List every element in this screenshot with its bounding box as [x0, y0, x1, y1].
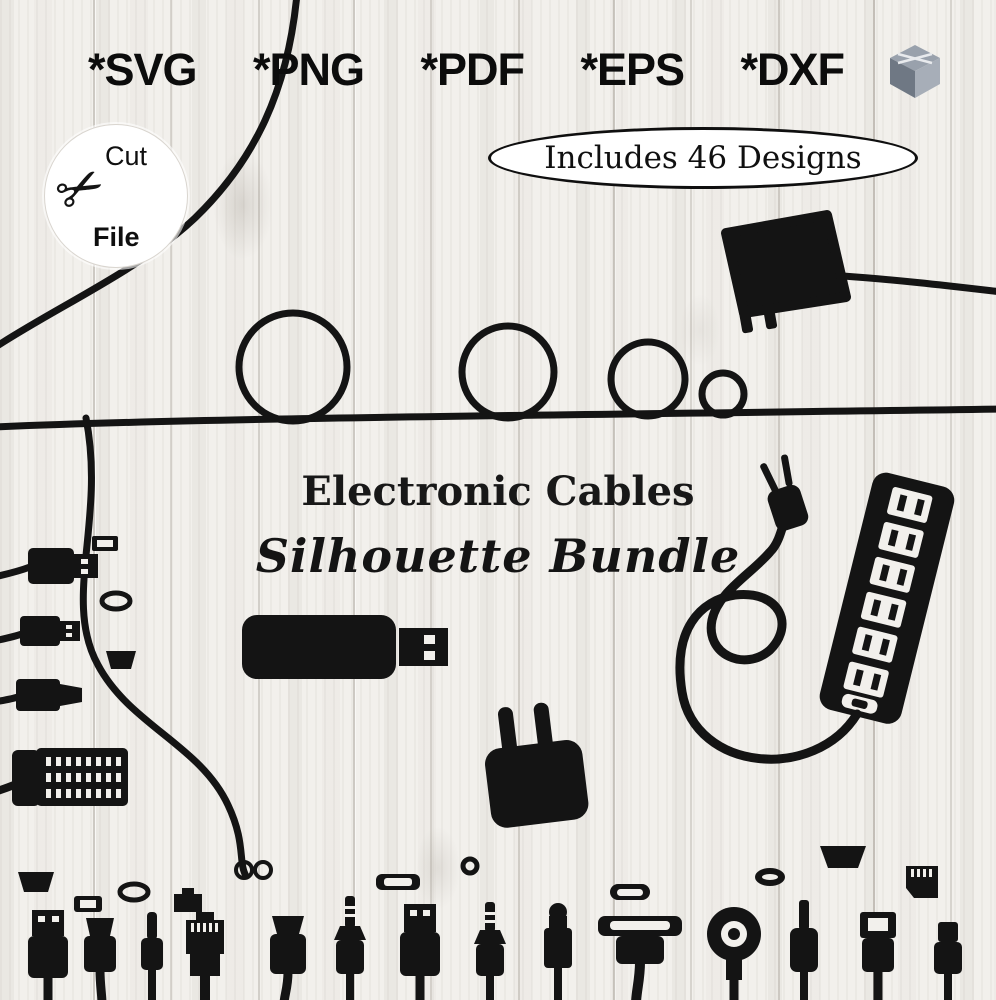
dock-30pin-connector-silhouette — [598, 916, 682, 1000]
file-formats-row: *SVG *PNG *PDF *EPS *DXF — [88, 44, 845, 96]
power-cord-silhouette — [675, 517, 862, 764]
power-plug-silhouette — [760, 454, 809, 531]
hdmi-plug-silhouette — [0, 679, 82, 711]
rj45-port-icon — [174, 888, 202, 912]
hdmi-port-icon — [18, 872, 54, 892]
format-label-dxf: *DXF — [740, 44, 845, 95]
hdmi-port-icon — [106, 651, 136, 669]
product-title: Electronic Cables — [301, 468, 695, 515]
designs-count-label: Includes 46 Designs — [544, 140, 862, 176]
audio-jack-plug-silhouette — [474, 902, 506, 1000]
power-strip-silhouette — [675, 454, 955, 764]
cut-label: Cut — [105, 141, 148, 171]
usb-a-plug-silhouette — [0, 616, 80, 646]
format-label-eps: *EPS — [580, 44, 685, 95]
usb-wall-charger-silhouette — [485, 702, 589, 828]
file-label: File — [93, 222, 140, 252]
micro-usb-plug-silhouette — [270, 916, 306, 1000]
mini-displayport-plug-silhouette — [860, 912, 896, 1000]
product-subtitle: Silhouette Bundle — [255, 529, 741, 583]
usb-a-plug-silhouette — [400, 904, 440, 1000]
oval-port-icon — [117, 881, 151, 903]
ethernet-plug-silhouette — [186, 912, 224, 1000]
hdmi-port-icon — [820, 846, 866, 868]
audio-jack-plug-silhouette — [334, 896, 366, 1000]
dock-port-icon — [376, 874, 420, 890]
round-magsafe-connector-silhouette — [707, 907, 761, 1000]
optical-toslink-plug-silhouette — [544, 903, 572, 1000]
usb-port-icon — [92, 536, 118, 551]
format-label-svg: *SVG — [88, 44, 198, 95]
designs-count-badge: Includes 46 Designs — [488, 127, 918, 189]
format-label-pdf: *PDF — [420, 44, 525, 95]
usb-c-port-icon — [610, 884, 650, 900]
dvi-connector-silhouette — [0, 748, 128, 806]
ring-connector-icon — [460, 856, 480, 876]
format-label-png: *PNG — [253, 44, 365, 95]
mini-usb-port-icon — [74, 896, 102, 912]
power-adapter-silhouette — [721, 210, 996, 334]
lightning-plug-silhouette — [790, 900, 818, 1000]
usb-a-plug-silhouette — [28, 910, 68, 1000]
micro-sd-card-silhouette — [906, 866, 938, 898]
small-plug-silhouette — [934, 922, 962, 1000]
cable-squiggle-silhouette — [0, 0, 996, 880]
oval-port-icon — [99, 590, 133, 612]
usb-flash-drive-silhouette — [242, 615, 448, 679]
oval-port-icon — [755, 868, 785, 886]
barrel-plug-silhouette — [141, 912, 163, 1000]
usb-a-plug-silhouette — [0, 548, 98, 584]
glasses-connector-icon — [234, 860, 273, 880]
product-heading: Electronic Cables Silhouette Bundle — [248, 468, 748, 583]
mini-usb-plug-silhouette — [84, 918, 116, 1000]
cut-file-badge: Cut ✂ File — [44, 124, 188, 268]
cube-3d-icon — [890, 45, 940, 98]
